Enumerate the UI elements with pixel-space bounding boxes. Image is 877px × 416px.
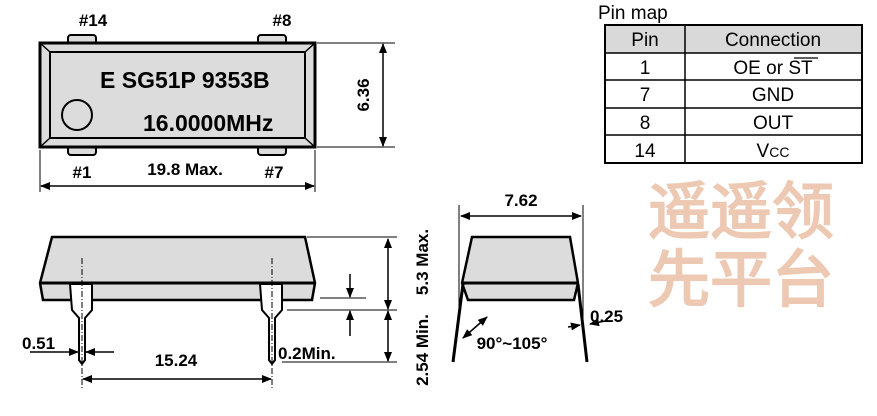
lead-angle: 90°~105° <box>477 334 548 353</box>
pin-label-14: #14 <box>79 11 108 30</box>
dim-lead-width: 0.51 <box>22 334 55 353</box>
row-connection: OUT <box>753 113 794 134</box>
side-view: 15.24 0.51 0.2Min. 5.3 Max. 2.54 Min. <box>22 229 432 388</box>
row-pin: 7 <box>640 85 651 106</box>
row-connection: GND <box>752 85 794 106</box>
dim-standoff: 0.2Min. <box>278 344 336 363</box>
dim-length: 19.8 Max. <box>147 160 223 179</box>
marking-line1: E SG51P 9353B <box>100 67 270 93</box>
dim-lead-length: 2.54 Min. <box>413 314 432 386</box>
marking-line2: 16.0000MHz <box>143 110 273 136</box>
package-body-end <box>460 235 580 302</box>
row-pin: 8 <box>640 113 651 134</box>
row-pin: 14 <box>634 141 656 162</box>
dim-pitch: 15.24 <box>155 351 198 370</box>
pin-label-8: #8 <box>273 11 292 30</box>
pin-map-title: Pin map <box>598 3 668 24</box>
row-connection: OE or ST <box>733 58 813 79</box>
header-pin: Pin <box>631 30 658 51</box>
package-body-top <box>38 41 317 149</box>
lead-left <box>68 283 93 366</box>
pin-label-1: #1 <box>73 163 92 182</box>
pin-map-table: Pin map Pin Connection 1 OE or ST 7 GND … <box>598 3 863 164</box>
end-view: 7.62 90°~105° 0.25 <box>451 191 623 363</box>
row-pin: 1 <box>640 58 651 79</box>
lead-end-left <box>451 283 465 363</box>
pin-label-7: #7 <box>265 163 284 182</box>
dim-body-height: 5.3 Max. <box>413 229 432 295</box>
dim-height: 6.36 <box>354 78 373 111</box>
watermark: 遥遥领先平台 <box>648 175 835 316</box>
lead-end-right <box>576 283 589 363</box>
header-connection: Connection <box>725 30 821 51</box>
pin1-indicator <box>61 99 93 131</box>
row-connection: VCC <box>757 141 790 162</box>
dim-lead-thickness: 0.25 <box>590 307 623 326</box>
lead-right <box>258 283 283 366</box>
top-view: E SG51P 9353B 16.0000MHz #14 #8 #1 #7 6.… <box>38 11 395 192</box>
dim-row-spacing: 7.62 <box>504 191 537 210</box>
